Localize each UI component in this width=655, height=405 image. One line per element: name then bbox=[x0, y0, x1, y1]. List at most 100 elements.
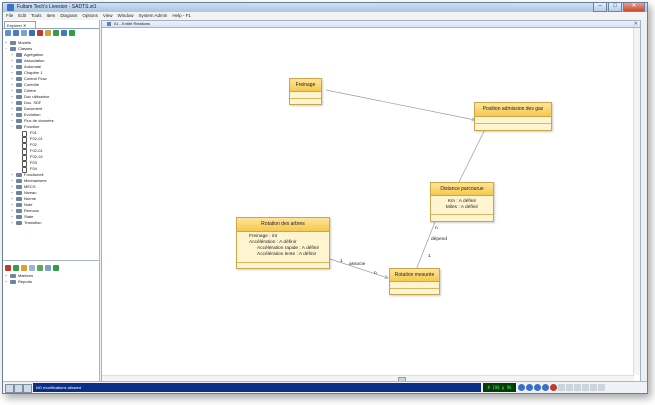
tree-item[interactable]: F02-02 bbox=[5, 154, 99, 161]
nav-forward-icon[interactable] bbox=[534, 384, 541, 391]
nav-back-icon[interactable] bbox=[526, 384, 533, 391]
tree-item[interactable]: −Classes bbox=[5, 46, 99, 52]
tree-item[interactable]: +Matrices bbox=[5, 273, 99, 279]
tree-item[interactable]: +Models bbox=[5, 40, 99, 46]
explorer-tab[interactable]: Explorer ✕ bbox=[4, 21, 36, 29]
menu-diagram[interactable]: Diagram bbox=[60, 13, 78, 18]
tree-expander-icon[interactable] bbox=[17, 132, 20, 135]
link-associe[interactable] bbox=[326, 257, 388, 278]
tree-expander-icon[interactable]: + bbox=[11, 101, 14, 105]
menu-view[interactable]: View bbox=[102, 13, 113, 18]
diagram-canvas[interactable] bbox=[101, 20, 639, 381]
run-icon[interactable] bbox=[53, 265, 59, 271]
tree-item[interactable]: +Evolution bbox=[5, 112, 99, 118]
tree-expander-icon[interactable]: + bbox=[5, 280, 8, 284]
tree-item[interactable]: +Contrôle bbox=[5, 82, 99, 88]
tree-item[interactable]: +Association bbox=[5, 58, 99, 64]
tree-expander-icon[interactable]: + bbox=[11, 197, 14, 201]
tree-expander-icon[interactable]: + bbox=[11, 179, 14, 183]
tree-item[interactable]: F01 bbox=[5, 130, 99, 137]
tree-item[interactable]: +Note bbox=[5, 202, 99, 208]
tree-expander-icon[interactable]: + bbox=[11, 185, 14, 189]
menu-item[interactable]: Item bbox=[46, 13, 56, 18]
tree-expander-icon[interactable]: + bbox=[5, 41, 8, 45]
add-report-icon[interactable] bbox=[37, 265, 43, 271]
stop-icon[interactable] bbox=[550, 384, 557, 391]
tree-item[interactable]: +MECS bbox=[5, 184, 99, 190]
menu-tools[interactable]: Tools bbox=[31, 13, 42, 18]
tree-expander-icon[interactable] bbox=[17, 150, 20, 153]
tree-item[interactable]: +Remous bbox=[5, 208, 99, 214]
tree-item[interactable]: +Critère bbox=[5, 88, 99, 94]
tree-expander-icon[interactable]: + bbox=[11, 209, 14, 213]
menu-system-admin[interactable]: System Admin bbox=[138, 13, 168, 18]
tree-expander-icon[interactable]: + bbox=[11, 203, 14, 207]
menu-window[interactable]: Window bbox=[117, 13, 134, 18]
tree-expander-icon[interactable]: + bbox=[11, 191, 14, 195]
close-button[interactable]: ✕ bbox=[623, 3, 645, 12]
tree-item[interactable]: +Norme bbox=[5, 196, 99, 202]
tree-item[interactable]: F02-01 bbox=[5, 148, 99, 155]
copy-icon[interactable] bbox=[29, 265, 35, 271]
nav-first-icon[interactable] bbox=[518, 384, 525, 391]
collapse-icon[interactable] bbox=[21, 30, 27, 36]
tree-expander-icon[interactable]: + bbox=[11, 83, 14, 87]
class-freinage[interactable]: Freinage bbox=[289, 78, 322, 105]
tree-expander-icon[interactable]: + bbox=[11, 89, 14, 93]
edit-icon[interactable] bbox=[45, 30, 51, 36]
class-rotation-arbres[interactable]: Rotation des arbres Freinage : int Accél… bbox=[236, 217, 330, 269]
tree-item[interactable]: +Mechanisme bbox=[5, 178, 99, 184]
tree-item[interactable]: −Fonction bbox=[5, 124, 99, 130]
menu-file[interactable]: File bbox=[6, 13, 14, 18]
tree-item[interactable]: F03 bbox=[5, 160, 99, 167]
tree-expander-icon[interactable]: + bbox=[11, 53, 14, 57]
tree-expander-icon[interactable]: + bbox=[11, 221, 14, 225]
report-icon[interactable] bbox=[5, 265, 11, 271]
document-tab-title[interactable]: 01 - Entité Relations bbox=[114, 21, 151, 26]
tree-expander-icon[interactable]: + bbox=[11, 59, 14, 63]
tree-expander-icon[interactable]: + bbox=[5, 274, 8, 278]
link-rotation-distance[interactable] bbox=[415, 217, 437, 271]
tree-item[interactable]: +Niveau bbox=[5, 190, 99, 196]
zoom-icon[interactable] bbox=[14, 384, 23, 393]
tree-item[interactable]: F04 bbox=[5, 166, 99, 173]
fit-icon[interactable] bbox=[574, 384, 581, 391]
maximize-button[interactable]: □ bbox=[608, 3, 622, 12]
tree-expander-icon[interactable]: + bbox=[11, 65, 14, 69]
tree-item[interactable]: F02 bbox=[5, 142, 99, 149]
vertical-scrollbar[interactable] bbox=[633, 28, 640, 375]
tree-item[interactable]: +Control Flow bbox=[5, 76, 99, 82]
tree-expander-icon[interactable]: + bbox=[11, 215, 14, 219]
tree-item[interactable]: F02-01 bbox=[5, 136, 99, 143]
class-position-admission[interactable]: Position admission des gaz bbox=[474, 102, 552, 131]
layout-icon[interactable] bbox=[5, 384, 14, 393]
tree-item[interactable]: +Reports bbox=[5, 279, 99, 285]
new-item-icon[interactable] bbox=[29, 30, 35, 36]
settings-icon[interactable] bbox=[598, 384, 605, 391]
zoom-out-icon[interactable] bbox=[566, 384, 573, 391]
tree-expander-icon[interactable]: − bbox=[11, 125, 14, 129]
tree-item[interactable]: +Fonctionell bbox=[5, 172, 99, 178]
menu-options[interactable]: Options bbox=[82, 13, 98, 18]
tree-item[interactable]: +Automate bbox=[5, 64, 99, 70]
tree-expander-icon[interactable]: + bbox=[11, 77, 14, 81]
tree-expander-icon[interactable]: + bbox=[11, 95, 14, 99]
close-tab-icon[interactable]: ✕ bbox=[633, 21, 638, 27]
tree-expander-icon[interactable]: + bbox=[11, 119, 14, 123]
tree-expander-icon[interactable]: + bbox=[11, 107, 14, 111]
tree-expander-icon[interactable]: + bbox=[11, 71, 14, 75]
tree-item[interactable]: +Document bbox=[5, 106, 99, 112]
expand-icon[interactable] bbox=[13, 30, 19, 36]
tree-item[interactable]: +Chapitre 1 bbox=[5, 70, 99, 76]
link-freinage-position[interactable] bbox=[325, 89, 475, 120]
tree-expander-icon[interactable]: + bbox=[11, 173, 14, 177]
nav-last-icon[interactable] bbox=[542, 384, 549, 391]
tree-item[interactable]: +Transition bbox=[5, 220, 99, 226]
add-icon[interactable] bbox=[53, 30, 59, 36]
minimize-button[interactable]: – bbox=[593, 3, 607, 12]
properties-icon[interactable] bbox=[45, 265, 51, 271]
export-icon[interactable] bbox=[590, 384, 597, 391]
delete-icon[interactable] bbox=[37, 30, 43, 36]
tree-item[interactable]: +Doc utilisateur bbox=[5, 94, 99, 100]
tree-expander-icon[interactable] bbox=[17, 162, 20, 165]
